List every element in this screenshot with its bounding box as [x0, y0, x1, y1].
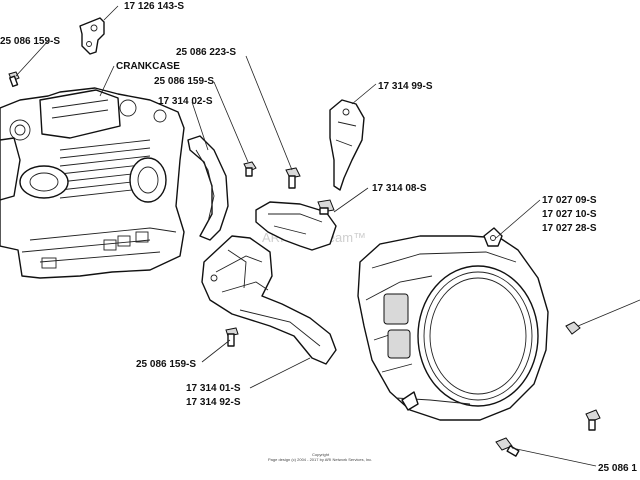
- label-top-bracket: 17 126 143-S: [124, 1, 184, 12]
- top-bracket-part: [79, 17, 105, 55]
- label-cylinder-baffle: 17 314 08-S: [372, 183, 427, 194]
- label-cylinder-shield: 17 314 02-S: [158, 96, 213, 107]
- label-housing-3: 17 027 28-S: [542, 223, 597, 234]
- upper-right-bracket-part: [329, 99, 365, 191]
- nut-right-part: [565, 321, 581, 335]
- label-screw-top-left: 25 086 159-S: [0, 36, 60, 47]
- screw-top-mid-part: [285, 167, 301, 189]
- blower-housing-part: [357, 227, 549, 421]
- leader-lines: [15, 5, 640, 467]
- label-housing-1: 17 027 09-S: [542, 195, 597, 206]
- copyright-title: Copyright: [312, 452, 330, 457]
- cylinder-shield-part: [187, 135, 229, 241]
- engine-block: [0, 87, 185, 279]
- label-housing-2: 17 027 10-S: [542, 209, 597, 220]
- copyright-text: Page design (c) 2004 - 2017 by ARI Netwo…: [268, 457, 372, 462]
- label-screw-mid: 25 086 159-S: [154, 76, 214, 87]
- label-screw-lower-left: 25 086 159-S: [136, 359, 196, 370]
- screw-top-left-part: [8, 71, 20, 88]
- label-screw-bottom-right: 25 086 1: [598, 463, 637, 474]
- label-upper-right-bracket: 17 314 99-S: [378, 81, 433, 92]
- label-lower-air-guide-2: 17 314 92-S: [186, 397, 241, 408]
- screw-lower-left-part: [225, 327, 239, 347]
- cylinder-baffle-part: [255, 199, 337, 251]
- lower-air-guide-part: [201, 235, 337, 365]
- label-lower-air-guide-1: 17 314 01-S: [186, 383, 241, 394]
- label-crankcase: CRANKCASE: [116, 61, 180, 72]
- screw-mid-part: [243, 161, 257, 177]
- label-screw-top-mid: 25 086 223-S: [176, 47, 236, 58]
- screw-bottom-right-part: [495, 409, 601, 457]
